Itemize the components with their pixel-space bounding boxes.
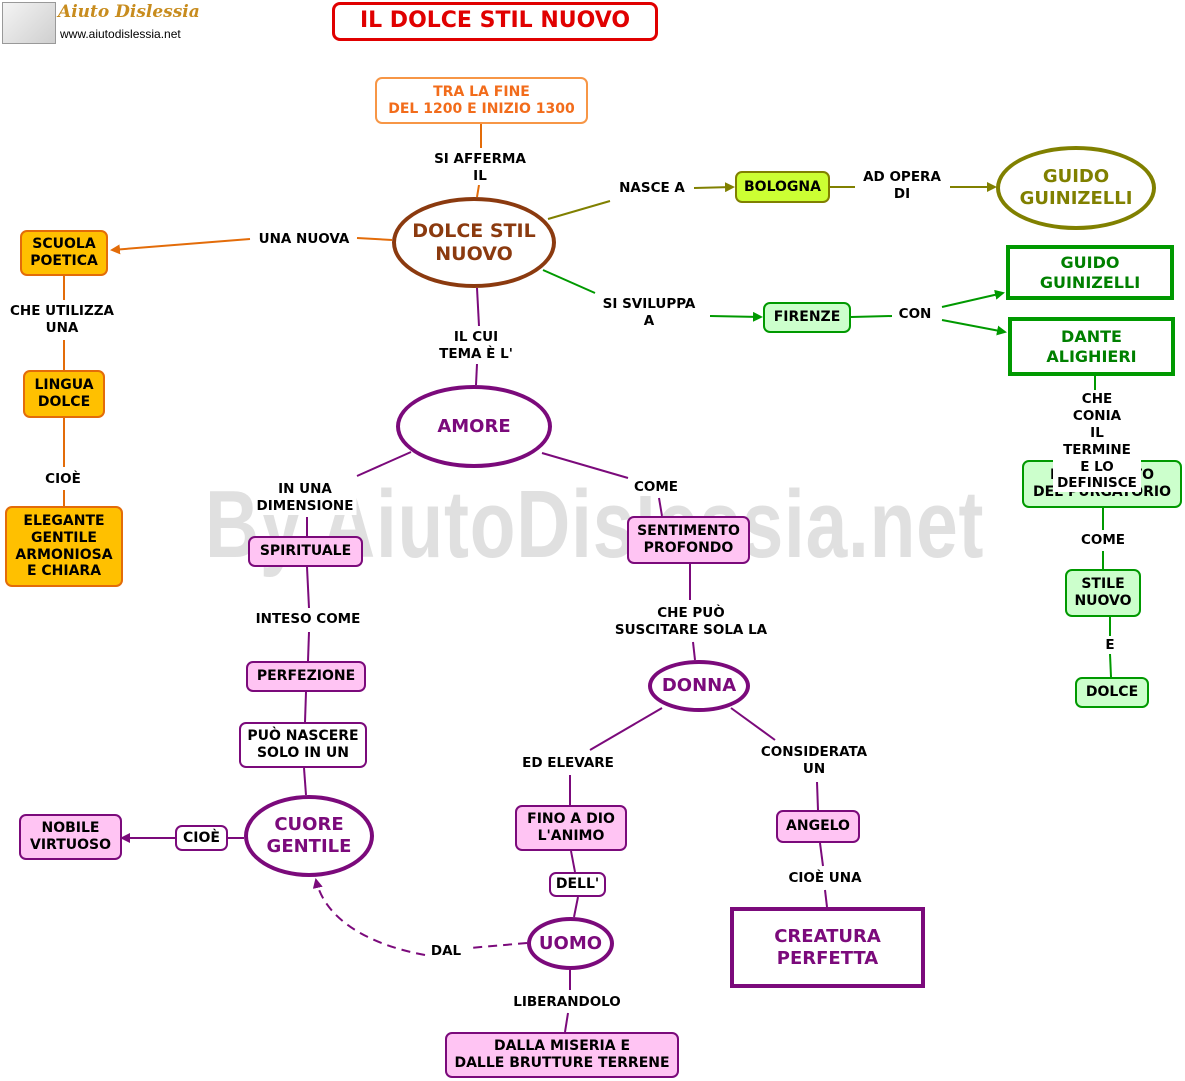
node-dante: DANTE ALIGHIERI (1008, 317, 1175, 376)
node-period: TRA LA FINE DEL 1200 E INIZIO 1300 (375, 77, 588, 124)
label-considerata-un: CONSIDERATA UN (757, 744, 871, 778)
node-angelo: ANGELO (776, 810, 860, 843)
logo-url: www.aiutodislessia.net (60, 27, 181, 41)
label-ad-opera-di: AD OPERA DI (860, 169, 944, 203)
node-lingua-dolce: LINGUA DOLCE (23, 370, 105, 418)
node-dolce-stil-nuovo: DOLCE STIL NUOVO (392, 197, 556, 288)
label-e: E (1102, 637, 1118, 654)
node-elegante: ELEGANTE GENTILE ARMONIOSA E CHIARA (5, 506, 123, 587)
node-uomo: UOMO (527, 917, 614, 970)
node-dolce: DOLCE (1075, 677, 1149, 708)
logo-book-icon (2, 2, 56, 44)
node-firenze: FIRENZE (763, 302, 851, 333)
label-che-conia: CHE CONIA IL TERMINE E LO DEFINISCE (1053, 391, 1141, 493)
node-donna: DONNA (648, 660, 750, 712)
label-in-una-dimensione: IN UNA DIMENSIONE (253, 481, 357, 515)
label-che-utilizza: CHE UTILIZZA UNA (7, 303, 117, 337)
label-si-afferma: SI AFFERMA IL (431, 151, 529, 185)
label-con: CON (895, 306, 935, 323)
label-una-nuova: UNA NUOVA (255, 231, 353, 248)
node-perfezione: PERFEZIONE (246, 661, 366, 692)
node-sentimento-profondo: SENTIMENTO PROFONDO (627, 516, 750, 564)
node-cuore-gentile: CUORE GENTILE (244, 795, 374, 877)
node-creatura-perfetta: CREATURA PERFETTA (730, 907, 925, 988)
node-guinizelli-box: GUIDO GUINIZELLI (1006, 245, 1174, 300)
label-liberandolo: LIBERANDOLO (510, 994, 624, 1011)
label-dal: DAL (427, 943, 465, 960)
page-title: IL DOLCE STIL NUOVO (332, 2, 658, 41)
label-inteso-come: INTESO COME (252, 611, 364, 628)
label-come-mid: COME (630, 479, 682, 496)
label-nasce-a: NASCE A (616, 180, 688, 197)
node-fino-a-dio: FINO A DIO L'ANIMO (515, 805, 627, 851)
label-ed-elevare: ED ELEVARE (519, 755, 617, 772)
node-stile-nuovo: STILE NUOVO (1065, 569, 1141, 617)
node-cioe-box: CIOÈ (175, 825, 228, 851)
site-logo[interactable]: Aiuto Dislessia www.aiutodislessia.net (0, 0, 205, 46)
label-cioe-una: CIOÈ UNA (785, 870, 865, 887)
node-bologna: BOLOGNA (735, 171, 830, 203)
label-cioe-left: CIOÈ (42, 471, 84, 488)
node-scuola-poetica: SCUOLA POETICA (20, 230, 108, 276)
logo-title: Aiuto Dislessia (58, 2, 200, 22)
label-come-right: COME (1077, 532, 1129, 549)
node-nobile-virtuoso: NOBILE VIRTUOSO (19, 814, 122, 860)
label-si-sviluppa: SI SVILUPPA A (599, 296, 699, 330)
node-dell: DELL' (549, 872, 606, 897)
label-il-cui-tema: IL CUI TEMA È L' (436, 329, 516, 363)
node-dalla-miseria: DALLA MISERIA E DALLE BRUTTURE TERRENE (445, 1032, 679, 1078)
node-spirituale: SPIRITUALE (248, 536, 363, 567)
label-che-puo: CHE PUÒ SUSCITARE SOLA LA (611, 605, 771, 639)
node-amore: AMORE (396, 385, 552, 468)
node-puo-nascere: PUÒ NASCERE SOLO IN UN (239, 722, 367, 768)
node-guinizelli-ellipse: GUIDO GUINIZELLI (996, 146, 1156, 230)
